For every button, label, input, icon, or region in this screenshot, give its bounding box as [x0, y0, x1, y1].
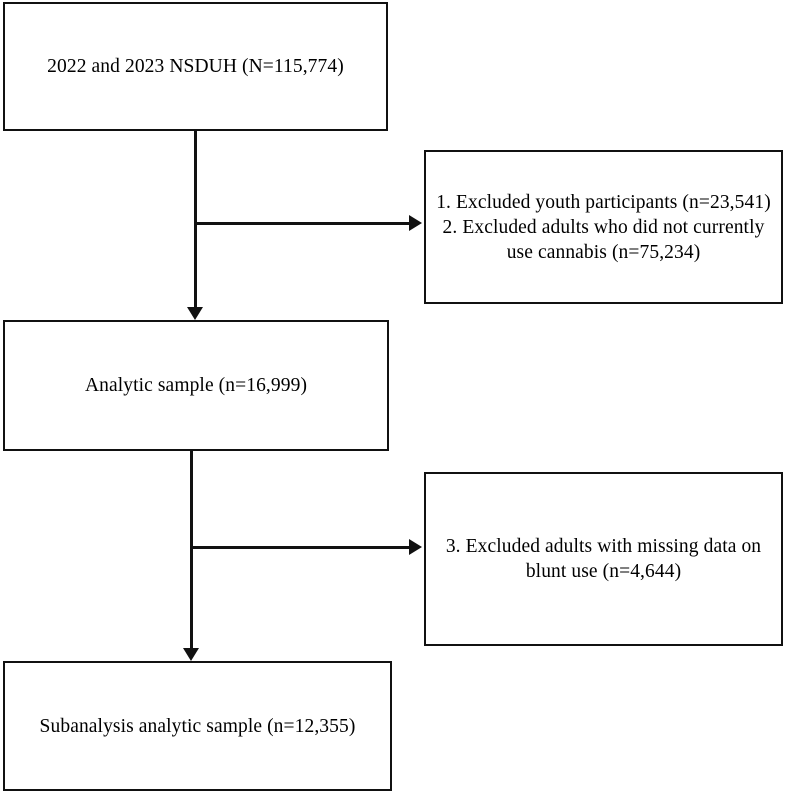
- node-exclusion-youth-and-non-cannabis: 1. Excluded youth participants (n=23,541…: [424, 150, 783, 304]
- arrowhead-down-to-subanalysis: [183, 648, 199, 661]
- connector-source-to-analytic: [194, 131, 197, 309]
- node-source-population-label: 2022 and 2023 NSDUH (N=115,774): [47, 56, 344, 77]
- arrowhead-right-to-exclusion-1: [409, 215, 422, 231]
- node-analytic-sample-label: Analytic sample (n=16,999): [84, 375, 308, 396]
- connector-source-to-exclusion-1: [194, 222, 411, 225]
- node-subanalysis-sample: Subanalysis analytic sample (n=12,355): [3, 661, 392, 791]
- node-exclusion-2-label: 3. Excluded adults with missing data on …: [445, 536, 762, 582]
- node-source-population: 2022 and 2023 NSDUH (N=115,774): [3, 2, 388, 131]
- node-exclusion-missing-blunt-data: 3. Excluded adults with missing data on …: [424, 472, 783, 646]
- node-analytic-sample: Analytic sample (n=16,999): [3, 320, 389, 451]
- arrowhead-down-to-analytic: [187, 307, 203, 320]
- connector-analytic-to-subanalysis: [190, 451, 193, 650]
- connector-analytic-to-exclusion-2: [190, 546, 411, 549]
- node-subanalysis-sample-label: Subanalysis analytic sample (n=12,355): [39, 715, 356, 737]
- arrowhead-right-to-exclusion-2: [409, 539, 422, 555]
- node-exclusion-1-label: 1. Excluded youth participants (n=23,541…: [436, 191, 771, 263]
